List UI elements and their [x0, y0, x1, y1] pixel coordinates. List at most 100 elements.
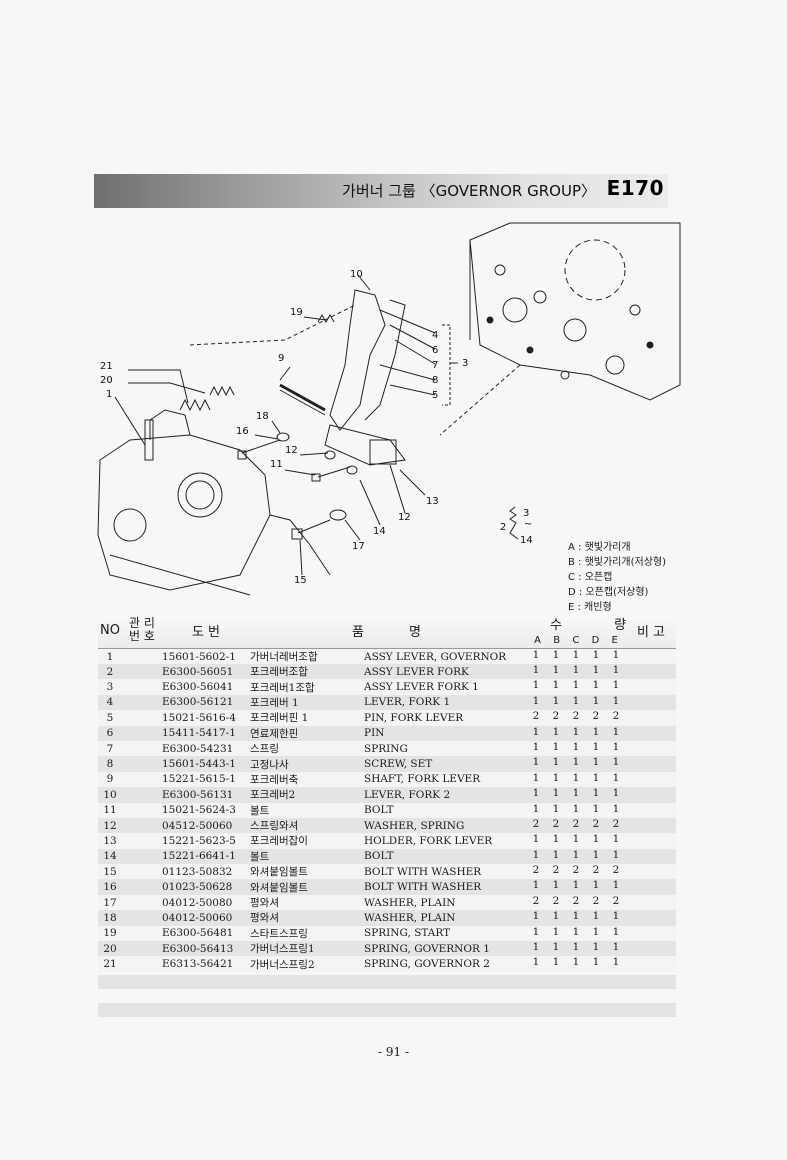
row-name-kr: 와셔붙임볼트: [250, 881, 308, 894]
row-name-en: BOLT: [364, 850, 394, 863]
row-part-number: 15601-5602-1: [162, 650, 236, 663]
row-qty-b: 1: [552, 771, 560, 784]
row-name-en: WASHER, PLAIN: [364, 911, 456, 924]
row-qty-c: 1: [572, 664, 580, 676]
row-no: 9: [106, 773, 114, 786]
row-part-number: 15021-5616-4: [162, 711, 236, 724]
row-qty-e: 1: [612, 925, 620, 938]
row-qty-d: 1: [592, 910, 600, 923]
row-remark: [626, 664, 676, 679]
row-mng: [122, 849, 162, 864]
row-name-en: SPRING, GOVERNOR 1: [364, 942, 490, 955]
row-name-kr: 포크레버축: [250, 773, 299, 786]
row-qty-e: 1: [612, 740, 620, 753]
row-qty-c: 2: [572, 817, 580, 830]
row-mng: [122, 710, 162, 725]
row-qty-b: 1: [552, 848, 560, 861]
row-remark: [626, 910, 676, 925]
qty-col-a: A: [534, 635, 541, 646]
row-qty-e: 1: [612, 679, 620, 692]
row-name-kr: 포크레버1조합: [250, 681, 315, 694]
row-qty-c: 1: [572, 879, 580, 892]
row-part-number: E6300-56051: [162, 665, 234, 678]
row-part-number: E6300-56041: [162, 681, 234, 694]
row-qty-e: 1: [612, 848, 620, 861]
row-remark: [626, 756, 676, 771]
callout-15: 15: [294, 575, 307, 586]
row-name-kr: 연료제한핀: [250, 727, 299, 740]
row-qty-e: 1: [612, 787, 620, 800]
row-qty-a: 2: [532, 710, 540, 723]
section-code: E170: [606, 176, 664, 200]
row-qty-e: 1: [612, 956, 620, 969]
row-qty-e: 1: [612, 725, 620, 738]
row-remark: [626, 695, 676, 710]
row-remark: [626, 941, 676, 956]
row-name-en: SPRING: [364, 742, 408, 755]
row-qty-b: 1: [552, 910, 560, 923]
col-header-name-2: 명: [364, 612, 526, 649]
row-qty-c: 1: [572, 787, 580, 800]
row-part-number: E6300-56481: [162, 927, 234, 940]
row-qty-b: 1: [552, 649, 560, 661]
row-name-en: SPRING, START: [364, 927, 451, 940]
row-mng: [122, 864, 162, 879]
row-part-number: E6300-54231: [162, 742, 234, 755]
row-qty-a: 1: [532, 941, 540, 954]
row-qty-c: 1: [572, 771, 580, 784]
row-name-kr: 고정나사: [250, 758, 289, 771]
exploded-parts-diagram: 10 19 4 6 7 8 5 3 9 21 20 1 18 16 12 11 …: [90, 215, 690, 605]
row-qty-e: 1: [612, 664, 620, 676]
row-qty-e: 2: [612, 894, 620, 907]
callout-6: 6: [432, 345, 438, 356]
mng-bottom: 번 호: [129, 629, 155, 643]
col-header-no: NO: [98, 612, 122, 649]
row-name-en: PIN: [364, 727, 385, 740]
row-remark: [626, 879, 676, 894]
row-part-number: E6313-56421: [162, 958, 234, 971]
row-name-kr: 가버너스프링2: [250, 958, 315, 971]
row-qty-d: 2: [592, 894, 600, 907]
row-qty-b: 1: [552, 740, 560, 753]
row-remark: [626, 803, 676, 818]
row-qty-d: 2: [592, 864, 600, 877]
row-qty-b: 1: [552, 664, 560, 676]
callout-group-2: 2: [500, 522, 506, 533]
row-part-number: E6300-56121: [162, 696, 234, 709]
row-qty-b: 1: [552, 802, 560, 815]
row-no: 16: [103, 881, 117, 894]
variant-legend: A : 햇빛가리개 B : 햇빛가리개(저상형) C : 오픈캡 D : 오픈캡…: [568, 540, 666, 615]
row-qty-c: 1: [572, 833, 580, 846]
row-no: 19: [103, 927, 117, 940]
row-no: 3: [106, 681, 114, 694]
row-qty-d: 1: [592, 848, 600, 861]
row-qty-c: 2: [572, 710, 580, 723]
row-qty-e: 1: [612, 941, 620, 954]
fork-lever: [329, 289, 386, 431]
row-qty-e: 1: [612, 649, 620, 661]
row-mng: [122, 956, 162, 971]
row-name-kr: 포크레버2: [250, 789, 296, 802]
col-header-qty: 수 량 A B C D E: [526, 612, 626, 649]
row-name-kr: 와셔붙임볼트: [250, 866, 308, 879]
row-qty-d: 1: [592, 771, 600, 784]
row-mng: [122, 803, 162, 818]
callout-3: 3: [462, 358, 468, 369]
row-remark: [626, 679, 676, 694]
row-name-kr: 스프링: [250, 743, 279, 756]
row-name-en: LEVER, FORK 2: [364, 788, 451, 801]
row-qty-c: 1: [572, 925, 580, 938]
